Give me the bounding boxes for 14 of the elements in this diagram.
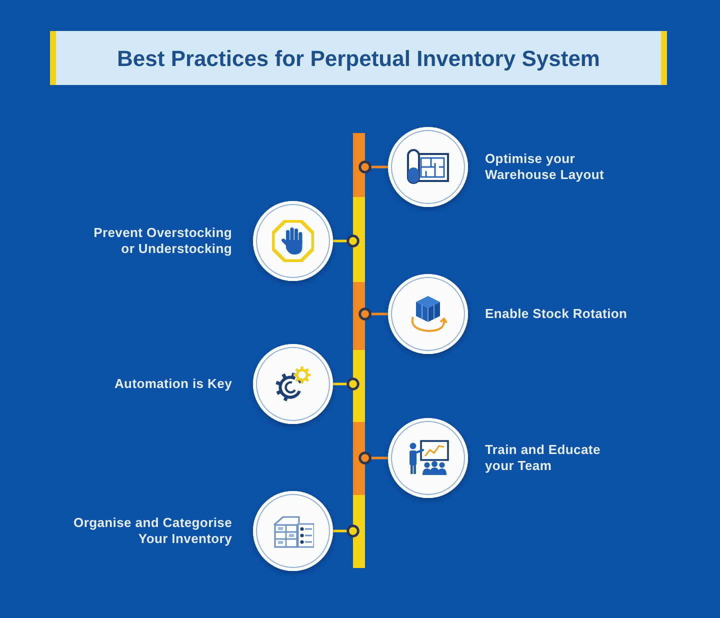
step-title: Organise and Categorise Your Inventory bbox=[72, 515, 232, 547]
connector-line bbox=[333, 234, 360, 248]
connector-line bbox=[333, 524, 360, 538]
connector-line bbox=[358, 452, 388, 464]
title: Best Practices for Perpetual Inventory System bbox=[117, 44, 600, 73]
connector-line bbox=[333, 378, 360, 390]
step-title: Enable Stock Rotation bbox=[485, 306, 628, 322]
timeline-bar bbox=[353, 133, 365, 568]
step-title: Optimise your Warehouse Layout bbox=[485, 151, 606, 183]
step-title: Automation is Key bbox=[114, 376, 232, 392]
step-title: Prevent Overstocking or Understocking bbox=[92, 225, 232, 257]
connector-line bbox=[358, 308, 388, 320]
step-title: Train and Educate your Team bbox=[485, 442, 602, 474]
connector-line bbox=[358, 160, 388, 174]
